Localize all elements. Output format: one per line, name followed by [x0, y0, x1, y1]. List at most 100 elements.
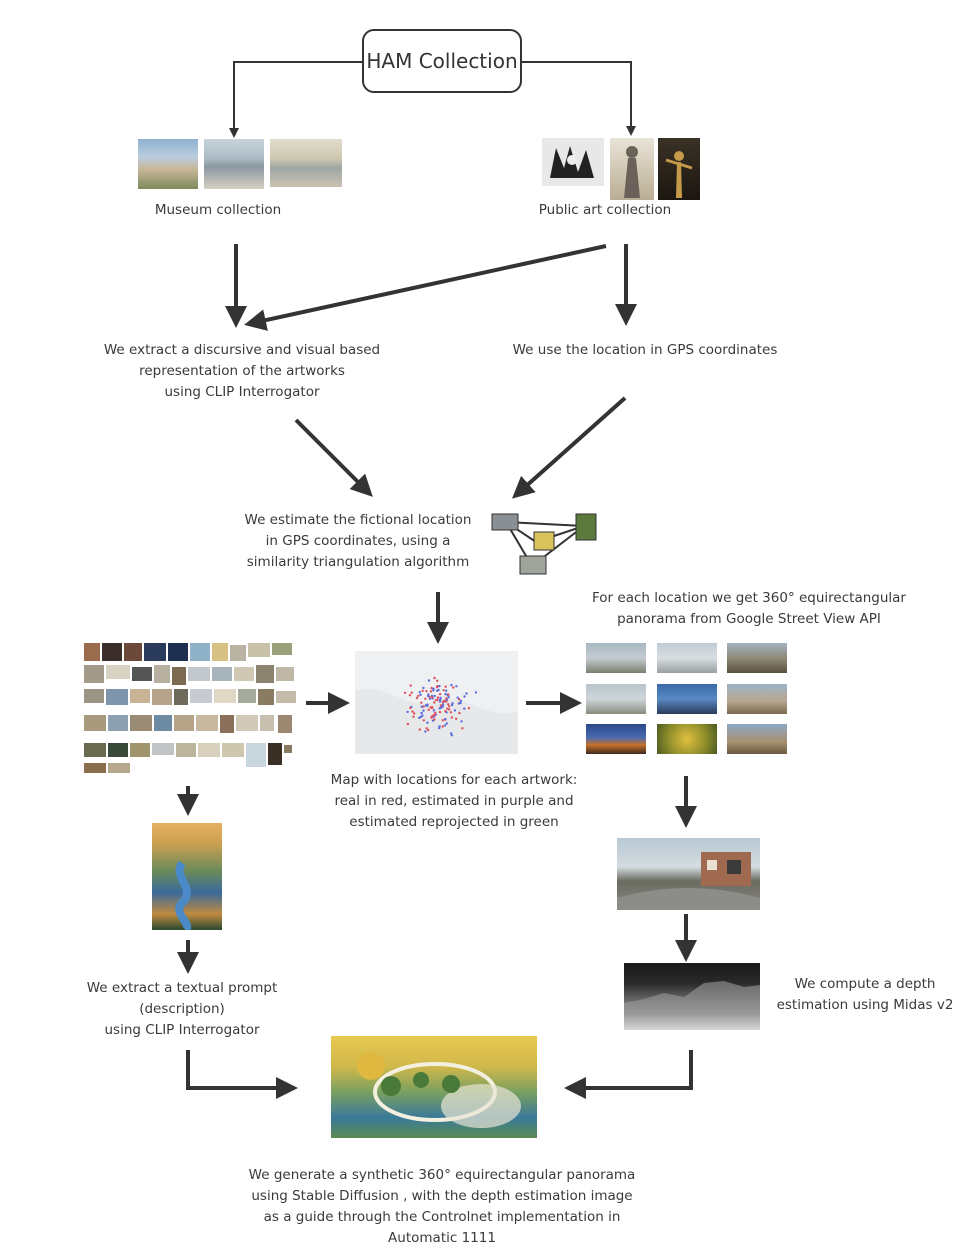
- map-point: [450, 716, 454, 719]
- map-point: [459, 699, 463, 703]
- map-point: [403, 691, 407, 694]
- map-point: [430, 706, 434, 709]
- depth-estimation-image: [624, 963, 760, 1030]
- artwork-grid: [84, 643, 298, 773]
- map-point: [425, 690, 428, 693]
- map-scatter: [355, 676, 518, 754]
- museum-thumb-1: [138, 139, 198, 189]
- map-point: [456, 696, 459, 699]
- map-point: [444, 692, 447, 696]
- map-point: [447, 708, 451, 711]
- arrow-public-to-extract: [244, 244, 607, 331]
- arrow-prompt-to-result: [186, 1050, 298, 1099]
- gps-coordinates-text: We use the location in GPS coordinates: [512, 342, 778, 358]
- map-point: [438, 726, 441, 730]
- map-point: [433, 694, 436, 698]
- map-point: [409, 706, 412, 710]
- map-point: [453, 709, 457, 712]
- public-art-thumb-1: [542, 138, 604, 186]
- map-point: [458, 698, 461, 701]
- museum-thumb-3: [270, 139, 342, 187]
- map-point: [459, 701, 462, 705]
- map-point: [458, 711, 461, 715]
- map-point: [428, 697, 432, 700]
- map-point: [441, 725, 444, 728]
- map-point: [447, 696, 450, 699]
- map-point: [412, 715, 415, 718]
- panorama-thumb-7: [586, 724, 646, 754]
- map-point: [430, 686, 433, 690]
- textual-prompt-text: We extract a textual prompt (description…: [86, 980, 278, 1038]
- map-point: [444, 717, 447, 721]
- map-point: [433, 714, 436, 717]
- map-point: [441, 703, 445, 706]
- depth-estimation-text: We compute a depth estimation using Mida…: [776, 976, 954, 1013]
- map-point: [406, 710, 409, 714]
- map-point: [445, 722, 448, 725]
- map-point: [427, 679, 431, 682]
- map-point: [444, 685, 447, 688]
- house-icon: [617, 852, 760, 910]
- panorama-text: For each location we get 360° equirectan…: [592, 590, 906, 627]
- map-point: [455, 685, 458, 688]
- panorama-thumb-2: [657, 643, 717, 673]
- map-point: [429, 690, 433, 693]
- map-point: [427, 708, 430, 711]
- map-point: [411, 710, 414, 713]
- map-point: [435, 686, 439, 689]
- map-point: [438, 692, 442, 696]
- map-point: [436, 679, 439, 682]
- painted-landscape-icon: [357, 1052, 521, 1128]
- map-point: [443, 724, 447, 727]
- river-icon: [175, 860, 192, 930]
- public-art-collection-label: Public art collection: [538, 202, 672, 218]
- public-art-thumb-2: [610, 138, 654, 200]
- map-point: [421, 714, 424, 717]
- map-point: [420, 701, 423, 704]
- map-point: [425, 727, 428, 730]
- map-point: [432, 709, 436, 712]
- map-point: [433, 676, 436, 680]
- map-point: [450, 683, 453, 687]
- map-point: [438, 710, 442, 714]
- map-point: [427, 728, 430, 732]
- map-caption: Map with locations for each artwork: rea…: [330, 772, 578, 830]
- panorama-thumb-6: [727, 684, 787, 714]
- map-point: [467, 706, 471, 710]
- map-point: [406, 722, 410, 726]
- statue-icon: [624, 146, 640, 198]
- map-point: [463, 707, 466, 710]
- map-point: [445, 700, 448, 703]
- map-point: [448, 705, 451, 708]
- location-map: [355, 651, 518, 754]
- panorama-thumb-3: [727, 643, 787, 673]
- extract-representation-text: We extract a discursive and visual based…: [103, 342, 381, 400]
- map-point: [474, 691, 478, 694]
- map-point: [445, 689, 448, 692]
- map-point: [441, 705, 444, 708]
- map-point: [408, 694, 412, 697]
- map-point: [422, 705, 425, 708]
- map-point: [436, 696, 440, 699]
- map-point: [450, 734, 454, 737]
- map-point: [447, 703, 450, 706]
- museum-collection-label: Museum collection: [154, 202, 282, 218]
- map-point: [433, 718, 436, 721]
- map-point: [426, 721, 429, 724]
- map-point: [444, 710, 447, 713]
- map-point: [419, 715, 422, 719]
- map-point: [438, 684, 441, 688]
- map-point: [463, 695, 466, 698]
- map-point: [420, 711, 423, 715]
- depth-silhouette: [624, 981, 760, 1013]
- panorama-thumb-5: [657, 684, 717, 714]
- arrow-extract-to-estimate: [294, 418, 373, 497]
- map-point: [443, 699, 446, 702]
- map-point: [441, 700, 445, 704]
- map-point: [413, 712, 416, 715]
- panorama-thumb-8: [657, 724, 717, 754]
- map-point: [422, 709, 425, 712]
- arrow-title-to-public-art: [522, 61, 636, 136]
- synthetic-panorama: [331, 1036, 537, 1138]
- artwork-painting: [152, 823, 222, 930]
